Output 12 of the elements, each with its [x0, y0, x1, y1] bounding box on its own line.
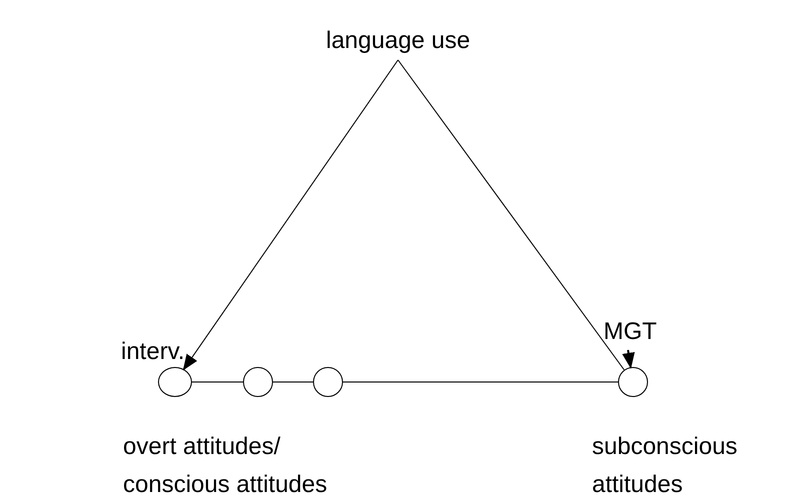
- arrow: [622, 350, 635, 369]
- point-circle: [313, 367, 343, 397]
- point-circle: [158, 367, 192, 397]
- point-circle: [618, 367, 648, 397]
- vertex-caption: overt attitudes/ conscious attitudes: [123, 432, 328, 500]
- point-circle: [243, 367, 273, 397]
- arrow: [182, 354, 198, 370]
- line: [398, 60, 625, 370]
- method-label: interv.: [121, 333, 185, 371]
- vertex-label: language use: [326, 22, 470, 60]
- vertex-caption: subconscious attitudes: [592, 432, 738, 500]
- method-label: MGT: [604, 313, 657, 351]
